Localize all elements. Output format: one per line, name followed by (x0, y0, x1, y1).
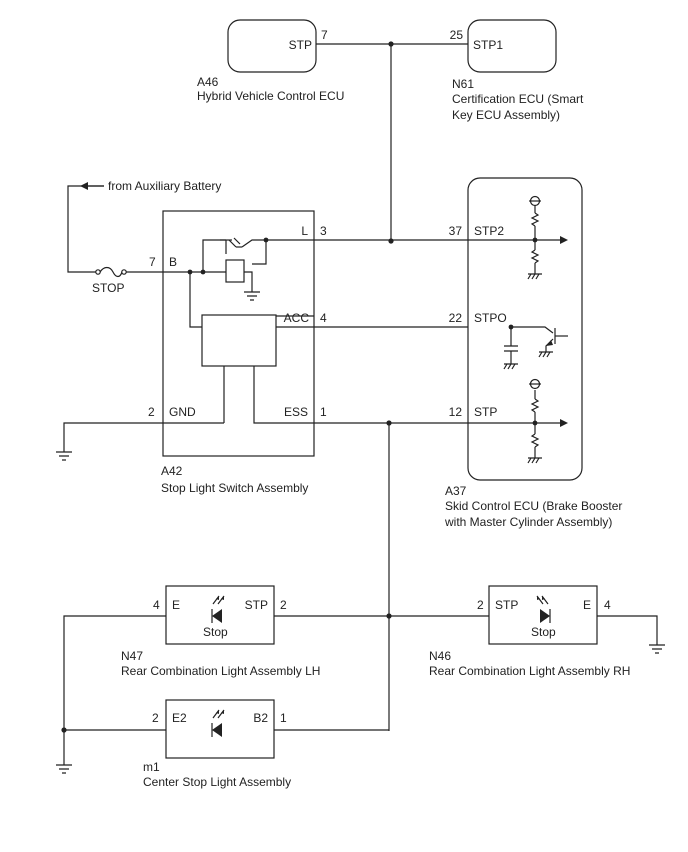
junction-top (388, 41, 394, 47)
stp2-input-circuit (468, 195, 568, 280)
stpo-output-circuit (503, 324, 568, 370)
a37-pin-stp-label: STP (474, 405, 497, 419)
stp-input-circuit (468, 378, 568, 464)
junction-l (388, 238, 394, 244)
a42-pin-acc-label: ACC (284, 311, 310, 325)
a37-pin-stpo-num: 22 (449, 311, 463, 325)
n47-pin-e-label: E (172, 598, 180, 612)
light-m1: 2 E2 B2 1 m1 Center Stop Light Assembly (143, 699, 291, 789)
supply-label: from Auxiliary Battery (108, 179, 221, 193)
a42-pin-gnd-num: 2 (148, 405, 155, 419)
a37-pin-stpo-label: STPO (474, 311, 507, 325)
n46-pin-stp-label: STP (495, 598, 518, 612)
wire-n47-e (63, 615, 166, 765)
a42-id: A42 (161, 464, 183, 478)
a46-terminal: STP (289, 38, 312, 52)
m1-pin-e2-label: E2 (172, 711, 187, 725)
ground-icon (56, 764, 72, 774)
ecu-n61: STP1 25 N61 Certification ECU (Smart Key… (450, 19, 584, 122)
light-n46: 2 STP E 4 Stop N46 Rear Combination Ligh… (429, 585, 630, 678)
n61-name-line1: Certification ECU (Smart (452, 92, 584, 106)
n61-terminal: STP1 (473, 38, 503, 52)
n46-lamp: Stop (531, 625, 556, 639)
n47-lamp: Stop (203, 625, 228, 639)
wire-n46-e (597, 615, 658, 645)
a37-pin-stp2-num: 37 (449, 224, 463, 238)
n47-pin-stp-label: STP (245, 598, 268, 612)
a42-pin-l-label: L (301, 224, 308, 238)
led-icon (536, 595, 551, 623)
a42-pin-gnd-label: GND (169, 405, 196, 419)
n47-id: N47 (121, 649, 143, 663)
n46-pin-e-label: E (583, 598, 591, 612)
n47-name: Rear Combination Light Assembly LH (121, 664, 320, 678)
n46-name: Rear Combination Light Assembly RH (429, 664, 630, 678)
a46-name: Hybrid Vehicle Control ECU (197, 89, 344, 103)
switch-a42: 7 B L 3 ACC 4 2 GND ESS 1 A42 Stop Light… (148, 210, 327, 495)
n46-id: N46 (429, 649, 451, 663)
arrow-head-icon (80, 182, 88, 190)
m1-pin-e2-num: 2 (152, 711, 159, 725)
n46-pin-e-num: 4 (604, 598, 611, 612)
light-n47: 4 E STP 2 Stop N47 Rear Combination Ligh… (121, 585, 320, 678)
junction-ground (61, 727, 67, 733)
m1-pin-b2-label: B2 (253, 711, 268, 725)
led-icon (211, 709, 225, 737)
fuse-label: STOP (92, 281, 124, 295)
m1-pin-b2-num: 1 (280, 711, 287, 725)
a37-name-line1: Skid Control ECU (Brake Booster (445, 499, 622, 513)
battery-supply: from Auxiliary Battery STOP (67, 179, 221, 295)
a42-pin-acc-num: 4 (320, 311, 327, 325)
n61-pin: 25 (450, 28, 464, 42)
a46-id: A46 (197, 75, 219, 89)
wire-gnd (63, 422, 224, 452)
a42-pin-b-label: B (169, 255, 177, 269)
a42-pin-b-num: 7 (149, 255, 156, 269)
n61-name-line2: Key ECU Assembly) (452, 108, 560, 122)
a37-pin-stp-num: 12 (449, 405, 463, 419)
a37-pin-stp2-label: STP2 (474, 224, 504, 238)
led-icon (211, 595, 225, 623)
n46-pin-stp-num: 2 (477, 598, 484, 612)
n47-pin-stp-num: 2 (280, 598, 287, 612)
ground-icon (56, 451, 72, 461)
n61-id: N61 (452, 77, 474, 91)
ground-icon (649, 644, 665, 654)
transistor-relay-icon (163, 237, 314, 424)
n47-pin-e-num: 4 (153, 598, 160, 612)
a42-pin-ess-num: 1 (320, 405, 327, 419)
a46-pin: 7 (321, 28, 328, 42)
m1-name: Center Stop Light Assembly (143, 775, 291, 789)
fuse-icon (95, 266, 127, 278)
a42-name: Stop Light Switch Assembly (161, 481, 308, 495)
ecu-a37: 37 STP2 22 STPO 12 STP A37 Skid Control … (444, 177, 622, 529)
a42-pin-ess-label: ESS (284, 405, 308, 419)
a37-name-line2: with Master Cylinder Assembly) (444, 515, 612, 529)
m1-id: m1 (143, 760, 160, 774)
a37-id: A37 (445, 484, 467, 498)
ecu-a46: STP 7 A46 Hybrid Vehicle Control ECU (197, 19, 344, 103)
a42-pin-l-num: 3 (320, 224, 327, 238)
